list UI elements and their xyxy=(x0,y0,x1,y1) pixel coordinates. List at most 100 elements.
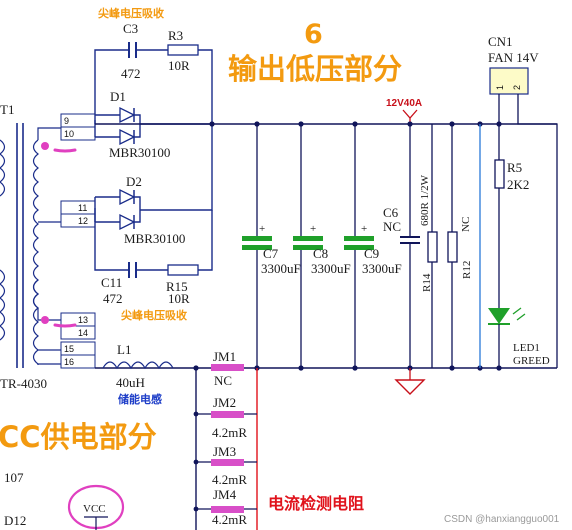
r5-body xyxy=(494,159,505,189)
d2-cathode-wire xyxy=(134,124,213,223)
c8-plus: + xyxy=(310,223,316,235)
d2-diode-a xyxy=(119,188,136,206)
snubber-bottom-wire xyxy=(94,208,213,271)
vcc-net-label: VCC xyxy=(83,503,106,515)
positive-rail: 12V40A xyxy=(95,98,557,127)
junction-dot xyxy=(193,365,199,371)
junction-dot xyxy=(193,506,199,512)
c6-value: NC xyxy=(383,219,401,234)
c9-ref: C9 xyxy=(364,246,379,261)
pin-9: 9 xyxy=(64,116,69,126)
inductor-note: 储能电感 xyxy=(118,392,162,406)
pin-15: 15 xyxy=(64,344,74,354)
d1-diode-a xyxy=(119,106,136,124)
jm2-value: 4.2mR xyxy=(212,425,247,440)
jm1-body xyxy=(211,364,244,371)
transformer-name: TR-4030 xyxy=(0,376,47,391)
c8-plate-bottom xyxy=(293,245,323,250)
r12-body xyxy=(447,231,458,263)
r3-value: 10R xyxy=(168,58,190,73)
current-shunts: JM1 NC JM2 4.2mR JM3 4.2mR JM4 4.2mR 电流检… xyxy=(193,349,364,530)
current-sense-title: 电流检测电阻 xyxy=(268,494,364,513)
c6-capacitor: C6 NC xyxy=(383,124,420,368)
transformer-primary-coil xyxy=(0,139,6,197)
c9-value: 3300uF xyxy=(362,261,402,276)
l1-coil xyxy=(102,361,174,370)
bleeder-resistors: 680R 1/2W R14 NC R12 xyxy=(419,124,473,368)
transformer-leads xyxy=(37,127,61,365)
c8-ref: C8 xyxy=(313,246,328,261)
d1-value: MBR30100 xyxy=(109,145,170,160)
c7-plus: + xyxy=(259,223,265,235)
c8-value: 3300uF xyxy=(311,261,351,276)
c7-plate-top xyxy=(242,236,272,241)
vcc-section: CC供电部分 107 D12 VCC xyxy=(0,420,157,530)
c7-ref: C7 xyxy=(263,246,279,261)
power-indicator: R5 2K2 LED1 GREED xyxy=(479,124,550,368)
pin-box-14 xyxy=(60,325,96,340)
led1-triangle xyxy=(488,308,510,324)
r14-body xyxy=(427,231,438,263)
vcc-section-title: CC供电部分 xyxy=(0,420,157,454)
c7-value: 3300uF xyxy=(261,261,301,276)
snubber-bottom-label: 尖峰电压吸收 xyxy=(121,308,187,322)
cn1-pin-2: 2 xyxy=(512,85,522,90)
c11-value: 472 xyxy=(103,291,123,306)
rail-port-arrow xyxy=(402,109,418,119)
jm4-body xyxy=(211,506,244,513)
rail-label: 12V40A xyxy=(386,98,422,109)
c6-ref: C6 xyxy=(383,205,399,220)
d2-ref: D2 xyxy=(126,174,142,189)
r5-value: 2K2 xyxy=(507,177,529,192)
led1-rays xyxy=(512,307,526,321)
partial-ref: 107 xyxy=(4,470,24,485)
jm2-ref: JM2 xyxy=(213,395,236,410)
snubber-top-label: 尖峰电压吸收 xyxy=(98,6,164,20)
fan-connector: CN1 FAN 14V 1 2 xyxy=(488,34,558,368)
cn1-pin-1: 1 xyxy=(495,85,505,90)
pin-13: 13 xyxy=(78,315,88,325)
pin-10: 10 xyxy=(64,129,74,139)
d2-value: MBR30100 xyxy=(124,231,185,246)
d1-left-leads xyxy=(94,114,120,138)
junction-dot xyxy=(193,459,199,465)
r12-value: NC xyxy=(460,217,472,232)
output-section-title: 输出低压部分 xyxy=(228,52,402,86)
pink-highlight-2 xyxy=(53,323,77,328)
output-section-number: 6 xyxy=(304,19,323,50)
ground-port-symbol xyxy=(394,379,426,395)
snubber-top-wire xyxy=(94,49,213,124)
polarity-dot-marker-1 xyxy=(41,142,49,150)
pin-box-16 xyxy=(60,354,96,369)
jm4-ref: JM4 xyxy=(213,487,237,502)
r12-ref: R12 xyxy=(461,261,473,279)
led1-value: GREED xyxy=(513,355,550,367)
jm2-body xyxy=(211,411,244,418)
l1-ref: L1 xyxy=(117,342,131,357)
junction-dot xyxy=(193,411,199,417)
transformer-ref: T1 xyxy=(0,102,14,117)
led1-ref: LED1 xyxy=(513,342,540,354)
upper-rectifier: 尖峰电压吸收 C3 R3 472 10R D1 MBR30100 xyxy=(94,6,213,160)
jm4-value: 4.2mR xyxy=(212,512,247,527)
pin-11: 11 xyxy=(78,203,87,213)
c9-plate-top xyxy=(344,236,374,241)
c9-plus: + xyxy=(361,223,367,235)
d1-ref: D1 xyxy=(110,89,126,104)
pin-12: 12 xyxy=(78,216,88,226)
l1-value: 40uH xyxy=(116,375,145,390)
transformer-primary-coil-lower xyxy=(0,269,6,341)
cn1-lead-2 xyxy=(517,94,558,368)
r14-ref: R14 xyxy=(421,273,433,292)
jm1-ref: JM1 xyxy=(213,349,236,364)
r5-ref: R5 xyxy=(507,160,522,175)
return-rail xyxy=(95,365,557,395)
transformer: T1 9 10 11 12 13 14 15 16 TR-4030 xyxy=(0,102,96,391)
pink-highlight-1 xyxy=(53,148,77,153)
r15-body xyxy=(167,264,199,276)
lower-rectifier: D2 MBR30100 C11 472 R15 10R 尖峰电压吸收 xyxy=(94,124,213,322)
d2-left-leads xyxy=(94,196,120,223)
c3-ref: C3 xyxy=(123,21,138,36)
